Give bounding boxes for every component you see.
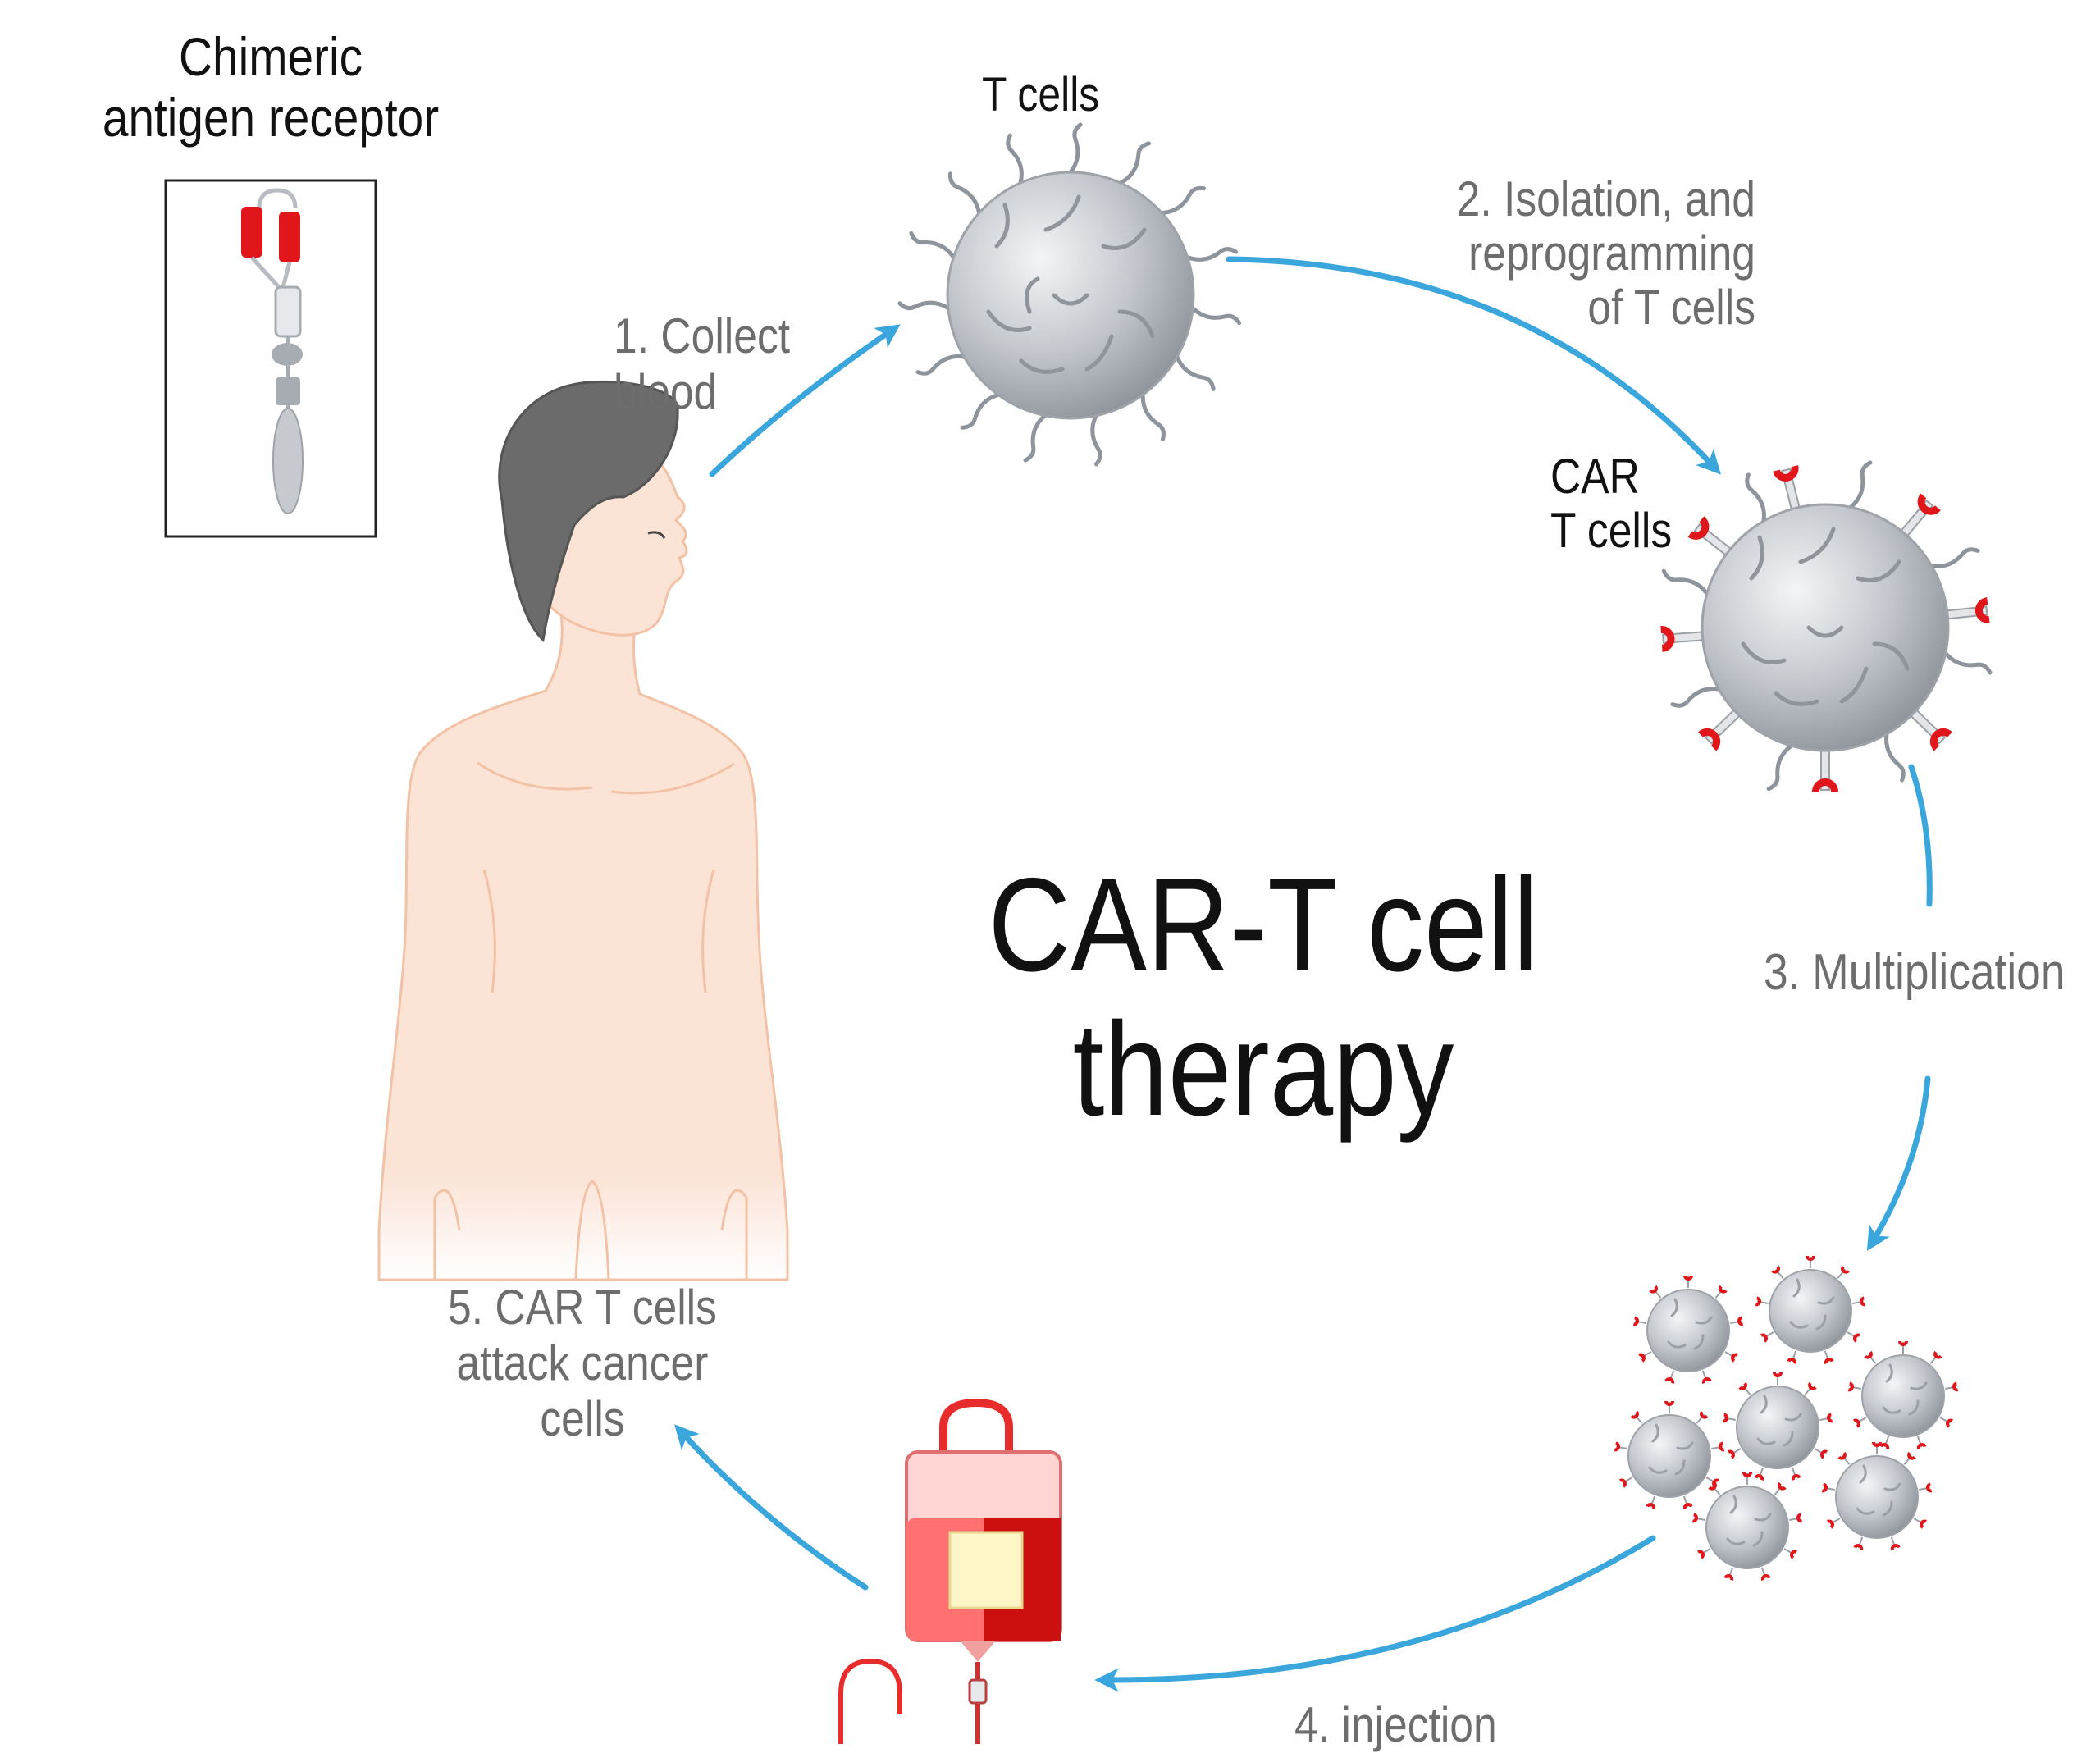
car-t-cell-icon [1660,461,1992,792]
t-cells-label: T cells [982,68,1100,121]
arrow-collect-blood [709,324,901,477]
t-cell-icon [900,125,1240,464]
arrow-multiplication-bottom [1866,1075,1931,1252]
step-injection: 4. injection [1294,1697,1497,1752]
page-title: CAR-T cell therapy [988,851,1539,1144]
step-multiplication: 3. Multiplication [1764,944,2066,1001]
step-collect-blood: 1. Collect blood [614,308,791,419]
step-attack-cancer: 5. CAR T cells attack cancer cells [448,1280,717,1446]
cell-cluster-icon [1614,1256,1958,1581]
receptor-molecule-icon [164,179,377,538]
car-t-cells-label: CAR T cells [1550,449,1673,558]
receptor-title: Chimeric antigen receptor [102,26,440,148]
iv-bag-icon [838,1398,1062,1744]
step-isolation-reprogramming: 2. Isolation, and reprogramming of T cel… [1456,171,1755,335]
arrow-attack [674,1424,869,1591]
arrow-injection [1094,1535,1656,1692]
human-figure-icon [377,380,789,1281]
arrow-reprogramming [1226,256,1721,475]
arrow-multiplication-top [1908,764,1933,907]
